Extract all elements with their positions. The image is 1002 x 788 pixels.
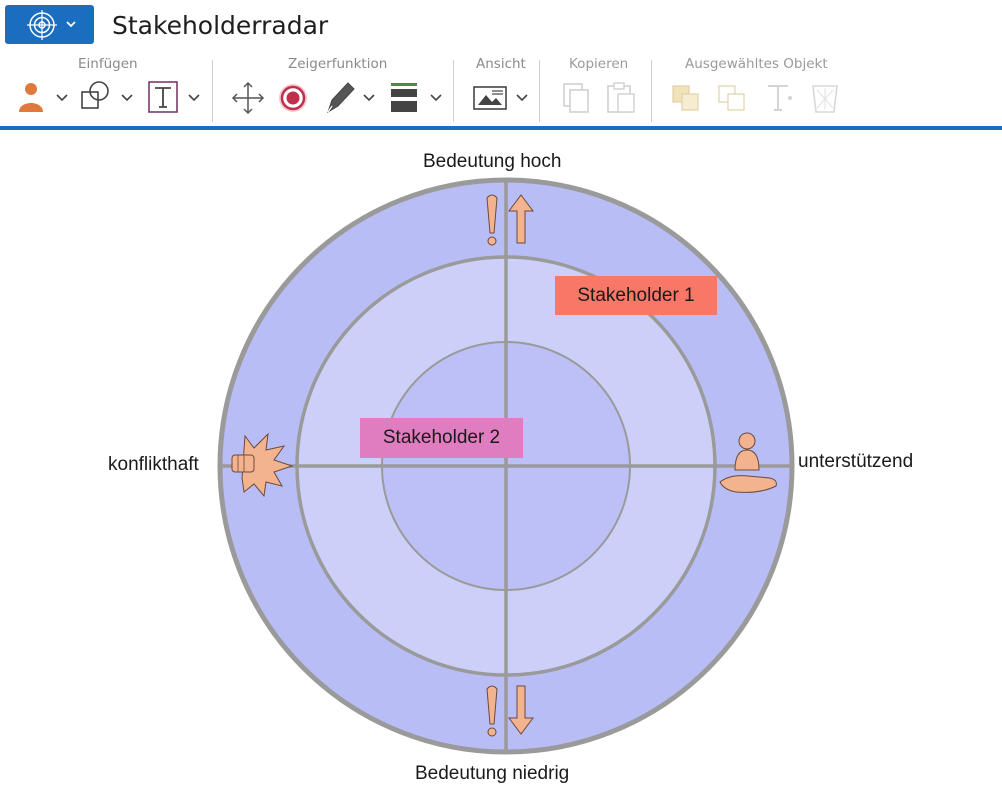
bring-to-front-button[interactable] [669, 78, 705, 118]
shapes-icon [81, 81, 109, 109]
view-image-icon [473, 86, 507, 110]
move-arrows-icon [231, 81, 265, 115]
view-button[interactable] [470, 78, 534, 118]
importance-low-icon [486, 685, 534, 737]
chevron-down-icon [66, 21, 76, 28]
ribbon-group-label-ausgewaehltes-objekt: Ausgewähltes Objekt [685, 56, 828, 72]
chevron-down-icon [56, 94, 68, 102]
app-menu-button[interactable] [5, 5, 94, 44]
axis-label-left: konflikthaft [108, 454, 199, 475]
axis-label-right: unterstützend [798, 451, 914, 472]
copy-icon [563, 83, 589, 113]
move-tool-button[interactable] [228, 78, 268, 118]
ribbon-separator [453, 60, 454, 122]
line-style-button[interactable] [388, 78, 450, 118]
bring-to-front-icon [672, 85, 699, 111]
insert-shape-button[interactable] [78, 78, 140, 118]
ribbon-bottom-border [0, 126, 1002, 130]
ribbon-group-label-zeigerfunktion: Zeigerfunktion [288, 56, 388, 72]
stakeholder-card[interactable]: Stakeholder 1 [555, 276, 717, 315]
chevron-down-icon [188, 94, 200, 102]
ribbon-separator [651, 60, 652, 122]
ribbon-group-label-einfuegen: Einfügen [78, 56, 138, 72]
support-hand-icon [719, 432, 777, 493]
paste-button[interactable] [603, 78, 639, 118]
importance-high-icon [486, 194, 534, 246]
pen-tool-button[interactable] [320, 78, 382, 118]
axis-label-bottom: Bedeutung niedrig [415, 763, 570, 784]
stakeholder-label: Stakeholder 1 [577, 284, 695, 306]
radar-app-icon [27, 10, 76, 40]
stakeholder-radar [217, 177, 795, 755]
text-icon [148, 81, 178, 113]
line-weight-icon [391, 83, 417, 112]
stakeholder-label: Stakeholder 2 [382, 427, 501, 448]
stakeholder-card[interactable]: Stakeholder 2 [360, 418, 523, 458]
ribbon-separator [539, 60, 540, 122]
trash-icon [812, 85, 838, 113]
insert-stakeholder-button[interactable] [14, 78, 74, 118]
paste-icon [607, 82, 635, 113]
target-icon [279, 84, 307, 112]
text-edit-icon [768, 85, 792, 111]
pen-icon [327, 82, 355, 114]
axis-label-top: Bedeutung hoch [423, 151, 562, 172]
page-title: Stakeholderradar [112, 11, 329, 40]
ribbon-separator [212, 60, 213, 122]
ribbon-group-label-kopieren: Kopieren [569, 56, 629, 72]
delete-button[interactable] [807, 78, 843, 118]
radar-axes [220, 180, 792, 752]
insert-text-button[interactable] [146, 78, 208, 118]
copy-button[interactable] [558, 78, 594, 118]
send-to-back-button[interactable] [715, 78, 751, 118]
chevron-down-icon [430, 94, 442, 102]
chevron-down-icon [363, 94, 375, 102]
target-tool-button[interactable] [275, 78, 311, 118]
ribbon-group-label-ansicht: Ansicht [476, 56, 526, 72]
conflict-fist-icon [231, 432, 294, 498]
chevron-down-icon [516, 94, 528, 102]
person-icon [19, 83, 43, 112]
edit-text-button[interactable] [762, 78, 798, 118]
chevron-down-icon [121, 94, 133, 102]
send-to-back-icon [718, 85, 745, 111]
